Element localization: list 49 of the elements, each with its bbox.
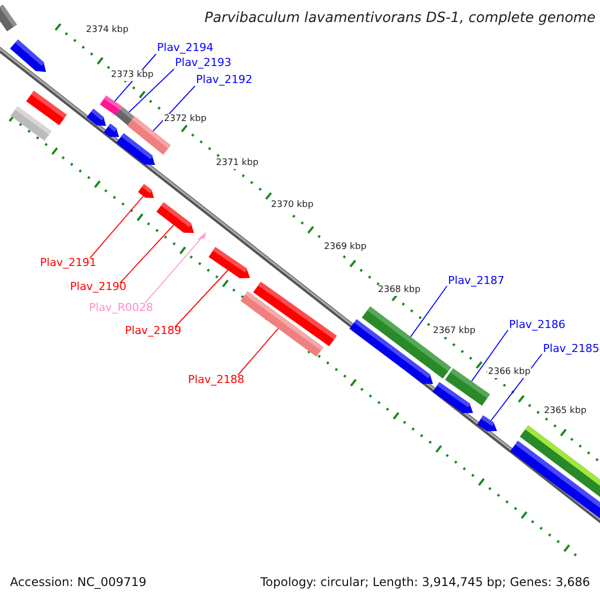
gene-feature (208, 247, 250, 278)
gene-feature (138, 184, 154, 198)
gene-feature (86, 108, 106, 126)
tick-label: 2369 kbp (323, 242, 368, 253)
tick-label: 2368 kbp (377, 285, 422, 296)
gene-label: Plav_2194 (157, 42, 214, 53)
leader-line (174, 270, 228, 328)
tick-label: 2366 kbp (487, 367, 532, 378)
gene-label: Plav_2185 (543, 343, 600, 354)
leader-line (90, 196, 144, 258)
gene-label: Plav_2191 (40, 257, 96, 268)
gene-feature (10, 106, 52, 141)
tick-label: 2370 kbp (270, 200, 314, 211)
rna-triangle (197, 232, 206, 240)
tick-label: 2371 kbp (215, 158, 260, 169)
gene-feature (510, 440, 600, 520)
leader-line (490, 354, 542, 422)
footer-text: Topology: circular; Length: 3,914,745 bp; Genes: 3,686 (260, 576, 590, 588)
leader-line (238, 328, 279, 376)
leader-line (120, 224, 174, 284)
gene-feature (0, 4, 17, 32)
gene-feature (253, 282, 337, 346)
gene-label: Plav_R0028 (89, 302, 154, 313)
map-title: Parvibaculum lavamentivorans DS-1, complete genome (204, 10, 596, 26)
tick-label: 2374 kbp (85, 25, 130, 36)
gene-feature (477, 415, 497, 432)
gene-label: Plav_2189 (125, 325, 182, 336)
tick-label: 2365 kbp (543, 406, 588, 417)
leader-line (144, 238, 202, 304)
gene-label: Plav_2186 (509, 319, 566, 330)
gene-feature (432, 382, 473, 414)
gene-label: Plav_2193 (175, 57, 232, 68)
gene-feature (10, 40, 46, 72)
gene-label: Plav_2187 (448, 275, 504, 286)
leader-line (471, 330, 508, 382)
gene-label: Plav_2192 (196, 74, 252, 85)
gene-label: Plav_2190 (70, 281, 126, 292)
gene-feature (156, 202, 194, 233)
tick-label: 2372 kbp (163, 114, 208, 125)
leader-line (410, 286, 448, 338)
leader-line (128, 68, 174, 113)
tick-label: 2367 kbp (432, 326, 476, 337)
footer-text: Accession: NC_009719 (10, 576, 146, 588)
leader-line (152, 86, 196, 132)
gene-feature (116, 133, 155, 165)
gene-feature (349, 319, 433, 384)
gene-feature (104, 124, 119, 137)
tick-label: 2373 kbp (110, 70, 154, 81)
gene-label: Plav_2188 (188, 374, 244, 385)
